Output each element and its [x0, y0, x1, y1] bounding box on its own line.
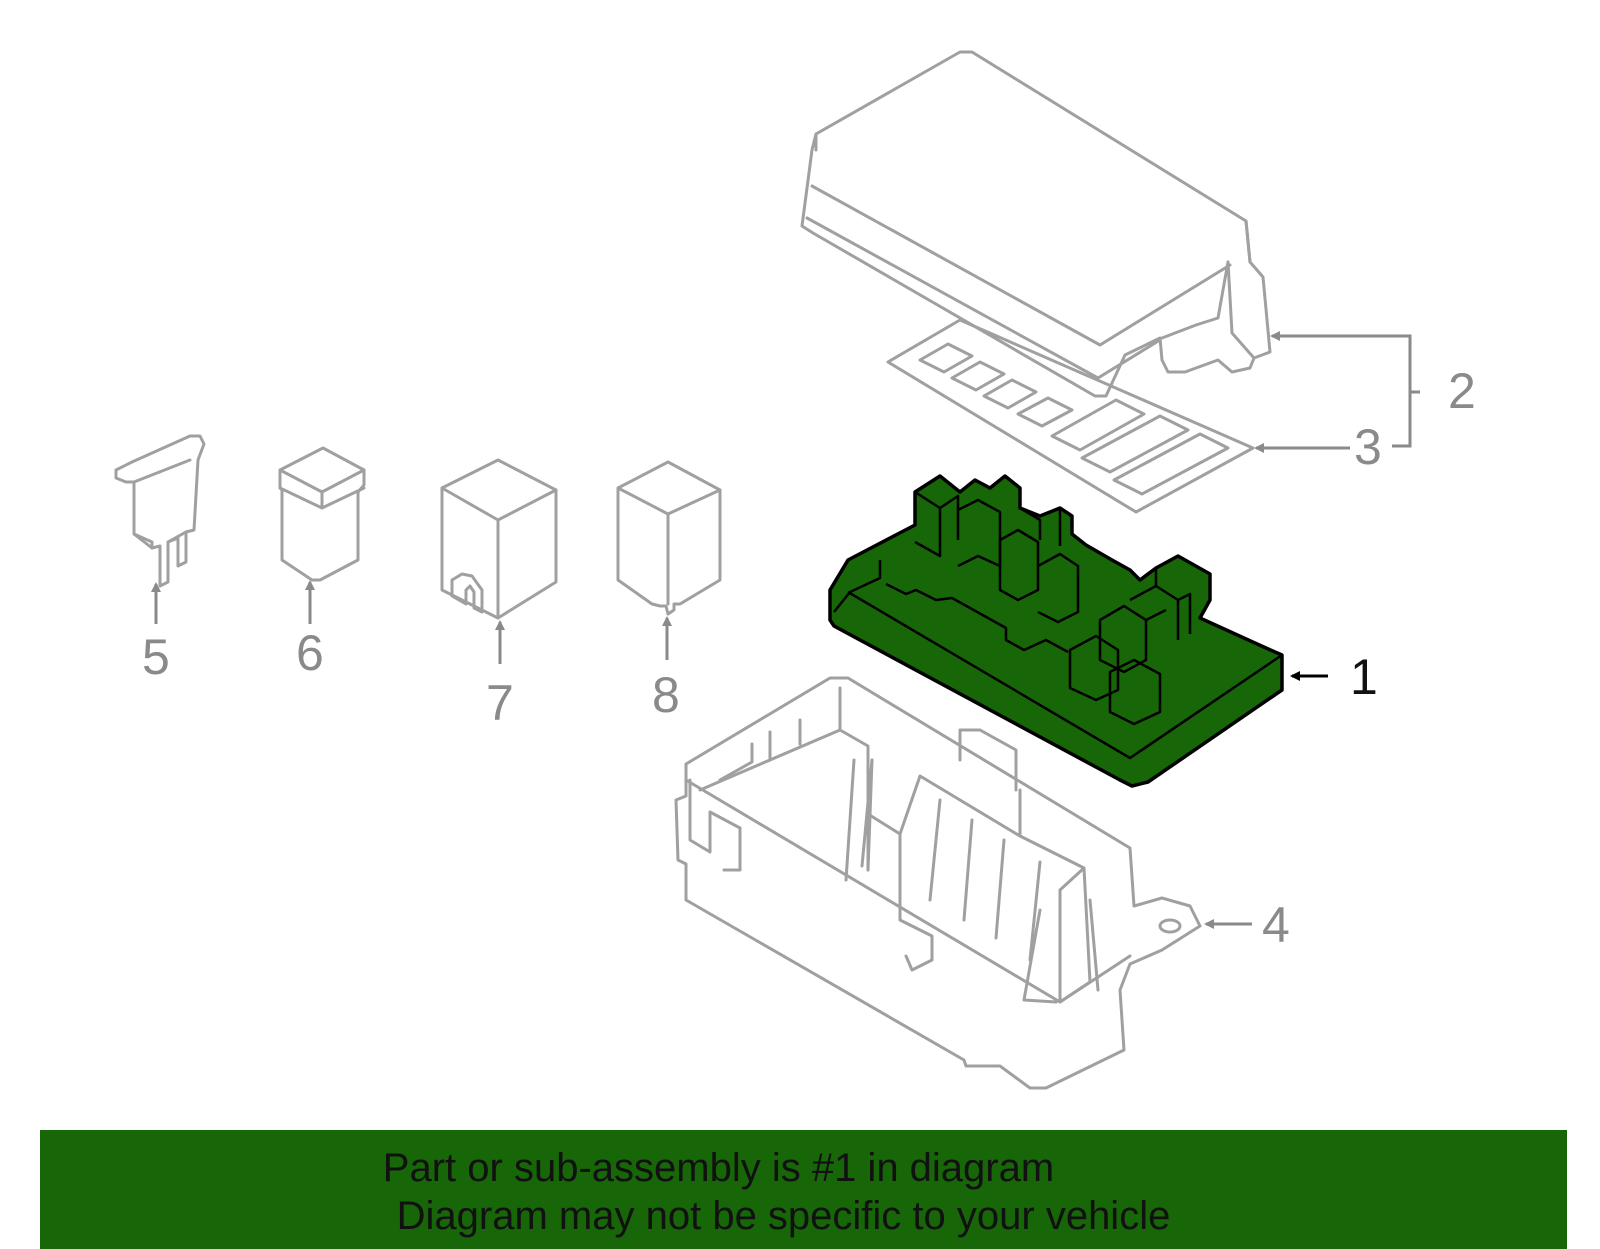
- callout-3: 3: [1354, 419, 1382, 475]
- leader-lines: [151, 331, 1420, 929]
- fuse-box-lower-housing: [674, 676, 1202, 1090]
- relay-part-8: [616, 460, 722, 616]
- callout-2: 2: [1448, 363, 1476, 419]
- callout-5: 5: [142, 629, 170, 685]
- fuse-label-sheet: [886, 318, 1255, 514]
- callout-1: 1: [1350, 649, 1378, 705]
- callout-7: 7: [486, 675, 514, 731]
- callout-8: 8: [652, 667, 680, 723]
- callout-6: 6: [296, 625, 324, 681]
- callout-4: 4: [1262, 897, 1290, 953]
- relay-part: [440, 458, 558, 620]
- disclaimer-line-1: Part or sub-assembly is #1 in diagram: [382, 1146, 1055, 1190]
- disclaimer-banner: Part or sub-assembly is #1 in diagram Di…: [40, 1130, 1567, 1249]
- disclaimer-line-2: Diagram may not be specific to your vehi…: [396, 1194, 1171, 1238]
- fuse-box-cover: [800, 50, 1272, 398]
- parts-diagram: 1 2 3 4 5 6 7 8: [114, 50, 1476, 1090]
- fuse-part: [114, 434, 206, 588]
- mini-relay-part: [278, 446, 366, 582]
- fuse-relay-block: [828, 474, 1284, 788]
